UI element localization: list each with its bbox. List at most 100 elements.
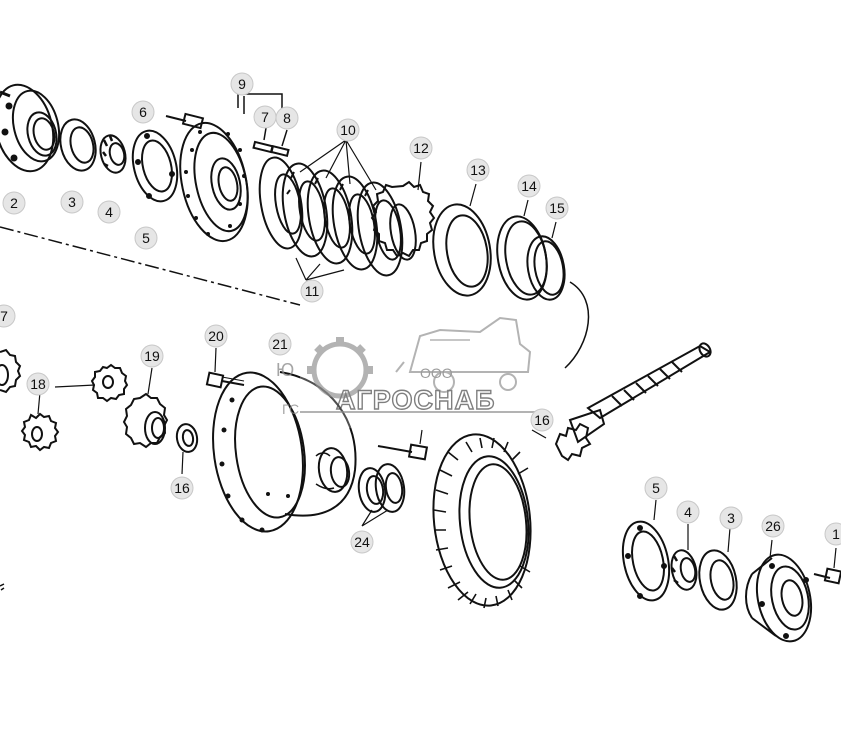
part-callout-18: 18: [26, 372, 50, 396]
watermark-prefix: ООО: [420, 365, 453, 381]
flange-housing-part-2: [0, 83, 61, 173]
bolt-part-6: [165, 112, 205, 130]
callout-circle: [0, 304, 16, 328]
part-callout-13: 13: [466, 158, 490, 182]
callout-circle: [676, 500, 700, 524]
part-callout-14: 14: [517, 174, 541, 198]
flange-housing-part-26: [745, 553, 813, 643]
gear-part-17: [0, 348, 22, 394]
part-callout-16: 16: [170, 476, 194, 500]
callout-circle: [26, 372, 50, 396]
ring-part-3-lower: [698, 549, 738, 611]
callout-number: 5: [652, 480, 660, 496]
callout-number: 4: [105, 204, 113, 220]
bearing-part-4: [99, 134, 127, 174]
callout-circle: [545, 196, 569, 220]
callout-circle: [97, 200, 121, 224]
gear-emblem-icon: [307, 337, 373, 399]
part-callout-3: 3: [60, 190, 84, 214]
callout-circle: [336, 118, 360, 142]
callout-circle: [644, 476, 668, 500]
bottom-right-parts: [0, 499, 841, 643]
callout-circle: [131, 100, 155, 124]
callout-circle: [2, 191, 26, 215]
watermark-partial-text-2: ГС: [282, 401, 299, 417]
ring-gear-part-16: [432, 433, 532, 609]
pinion-gear-part-18-b: [90, 363, 129, 403]
callout-number: 14: [521, 178, 537, 194]
part-callout-12: 12: [409, 136, 433, 160]
part-callout-1: 1: [824, 522, 841, 546]
callout-number: 10: [340, 122, 356, 138]
callout-number: 16: [534, 412, 550, 428]
part-callout-21: 21: [268, 332, 292, 356]
callout-circle: [134, 226, 158, 250]
callout-circle: [204, 324, 228, 348]
top-row-parts: [0, 83, 590, 369]
drive-pinion-shaft: [554, 342, 712, 462]
ring-part-3: [59, 118, 97, 172]
callout-number: 21: [272, 336, 288, 352]
callout-circle: [60, 190, 84, 214]
callout-circle: [409, 136, 433, 160]
callout-number: 4: [684, 504, 692, 520]
harvester-icon: [395, 316, 532, 393]
pinion-gear-part-18-a: [20, 412, 60, 452]
callout-number: 7: [261, 109, 269, 125]
callout-number: 11: [305, 283, 320, 299]
part-callout-2: 2: [2, 191, 26, 215]
callout-circle: [466, 158, 490, 182]
callout-number: 16: [174, 480, 190, 496]
part-callout-8: 8: [275, 106, 299, 130]
callout-number: 9: [238, 76, 246, 92]
part-callout-24: 24: [350, 530, 374, 554]
callout-number: 3: [68, 194, 76, 210]
part-callout-9: 9: [230, 72, 254, 96]
callout-number: 15: [549, 200, 565, 216]
callout-circle: [140, 344, 164, 368]
side-gear-part-19: [122, 392, 169, 449]
pins-part-7-8: [252, 127, 290, 158]
snap-ring-part-14: [496, 215, 548, 301]
callout-number: 19: [144, 348, 160, 364]
part-callout-10: 10: [336, 118, 360, 142]
callout-number: 7: [0, 308, 8, 324]
callout-circle: [275, 106, 299, 130]
bolt-near-part-24: [377, 429, 429, 461]
callout-number: 3: [727, 510, 735, 526]
callout-number: 26: [765, 518, 781, 534]
callout-circle: [300, 279, 324, 303]
part-callout-15: 15: [545, 196, 569, 220]
callout-number: 2: [10, 195, 18, 211]
callout-number: 24: [354, 534, 370, 550]
part-callout-11: 11: [300, 279, 324, 303]
bearing-part-4-lower: [670, 549, 698, 591]
callout-circle: [761, 514, 785, 538]
callout-number: 1: [832, 526, 840, 542]
callout-number: 13: [470, 162, 486, 178]
callout-number: 20: [208, 328, 224, 344]
part-callout-7: 7: [0, 304, 16, 328]
callout-circle: [530, 408, 554, 432]
part-callout-4: 4: [676, 500, 700, 524]
callout-circle: [268, 332, 292, 356]
gasket-part-5: [131, 129, 179, 203]
part-callout-20: 20: [204, 324, 228, 348]
part-callout-3: 3: [719, 506, 743, 530]
callout-circle: [170, 476, 194, 500]
clutch-disc-stack-part-10-11: [258, 156, 436, 277]
callout-circle: [719, 506, 743, 530]
part-callout-7: 7: [253, 105, 277, 129]
thrust-washer-part-13: [432, 203, 492, 297]
callout-circle: [350, 530, 374, 554]
callout-number: 8: [283, 110, 291, 126]
carrier-housing-part-9: [179, 121, 249, 243]
watermark-logo: ООО АГРОСНАБ Ю ГС: [276, 316, 540, 428]
bolt-part-1: [813, 547, 841, 585]
part-callout-6: 6: [131, 100, 155, 124]
callout-circle: [517, 174, 541, 198]
callout-number: 12: [413, 140, 429, 156]
